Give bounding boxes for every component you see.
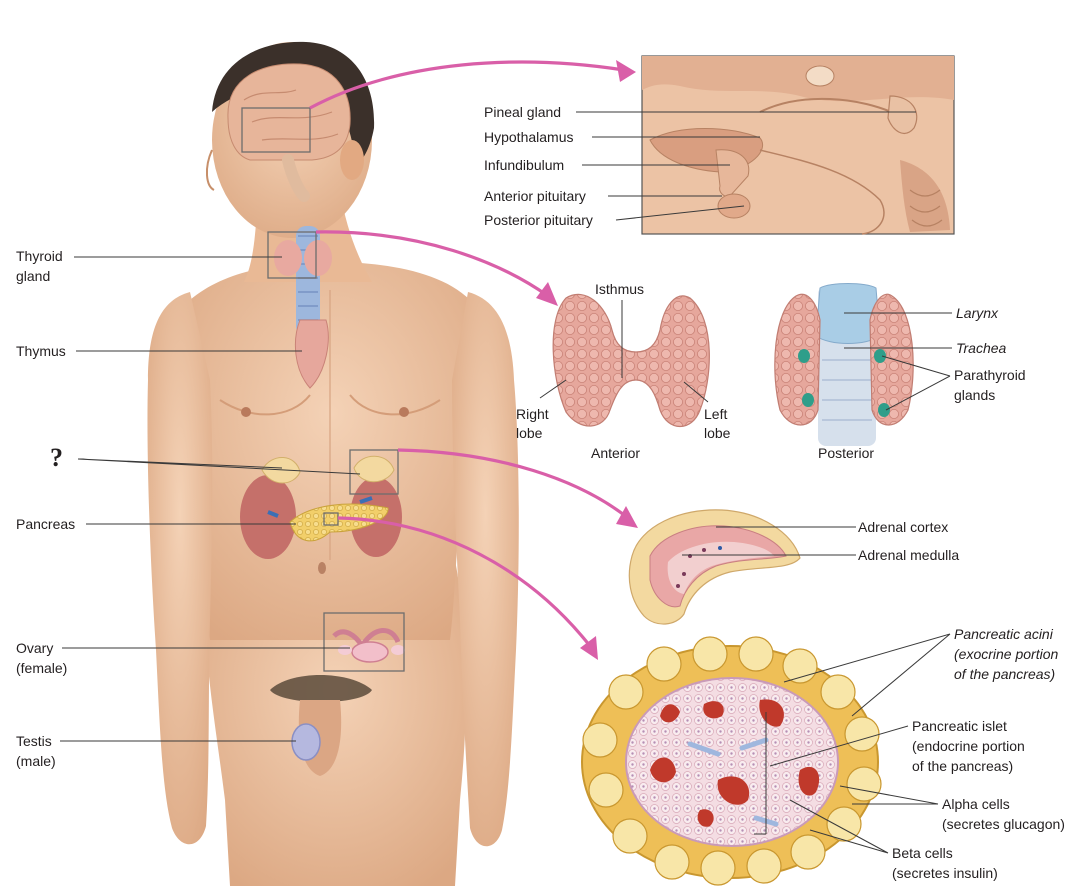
label-left-lobe-2: lobe [704, 425, 731, 441]
leader-pancreatic-acini [783, 633, 951, 717]
label-adrenal-cortex: Adrenal cortex [858, 519, 948, 535]
ovary-callout-box [323, 612, 405, 672]
label-thyroid-gland-2: gland [16, 268, 50, 284]
label-pancreatic-acini-3: of the pancreas) [954, 666, 1055, 682]
label-beta-cells-2: (secretes insulin) [892, 865, 998, 881]
label-pancreas: Pancreas [16, 516, 75, 532]
arrow-head-adrenal [616, 506, 638, 528]
label-parathyroid-2: glands [954, 387, 995, 403]
pancreas-islet-illustration [581, 636, 882, 886]
label-alpha-cells-1: Alpha cells [942, 796, 1010, 812]
label-beta-cells-1: Beta cells [892, 845, 953, 861]
label-alpha-cells-2: (secretes glucagon) [942, 816, 1065, 832]
label-adrenal-medulla: Adrenal medulla [858, 547, 959, 563]
label-pancreatic-acini-1: Pancreatic acini [954, 626, 1054, 642]
leader-left-lobe [683, 381, 709, 403]
label-pancreatic-islet-3: of the pancreas) [912, 758, 1013, 774]
label-parathyroid-1: Parathyroid [954, 367, 1026, 383]
abdominal-organs [240, 455, 402, 559]
label-pancreatic-islet-1: Pancreatic islet [912, 718, 1007, 734]
label-pancreatic-islet-2: (endocrine portion [912, 738, 1025, 754]
acini-ring [582, 636, 882, 886]
arrow-head-pancreas [580, 636, 598, 660]
arrow-to-brain [309, 60, 625, 110]
label-testis-2: (male) [16, 753, 56, 769]
leader-posterior-pituitary [615, 205, 745, 221]
label-posterior-pituitary: Posterior pituitary [484, 212, 593, 228]
label-right-lobe-1: Right [516, 406, 549, 422]
leader-beta-cells [789, 799, 889, 854]
label-thymus: Thymus [16, 343, 66, 359]
unknown-gland-question-mark: ? [50, 443, 63, 472]
label-trachea: Trachea [956, 340, 1007, 356]
thyroid-posterior-illustration [774, 283, 914, 446]
label-posterior-view: Posterior [818, 445, 874, 461]
label-pancreatic-acini-2: (exocrine portion [954, 646, 1058, 662]
label-testis-1: Testis [16, 733, 52, 749]
gonads [291, 628, 405, 761]
label-isthmus: Isthmus [595, 281, 644, 297]
label-anterior-view: Anterior [591, 445, 640, 461]
label-anterior-pituitary: Anterior pituitary [484, 188, 586, 204]
thyroid-callout-box [267, 231, 317, 279]
human-figure [147, 41, 519, 886]
thyroid-anterior-illustration [552, 293, 710, 427]
label-infundibulum: Infundibulum [484, 157, 564, 173]
label-larynx: Larynx [956, 305, 999, 321]
label-hypothalamus: Hypothalamus [484, 129, 574, 145]
label-ovary-2: (female) [16, 660, 67, 676]
leader-question-mark [77, 458, 361, 475]
arrow-to-thyroid [315, 230, 549, 298]
label-thyroid-gland-1: Thyroid [16, 248, 63, 264]
leader-parathyroid [881, 355, 951, 411]
brain-inset [641, 55, 955, 235]
leader-alpha-cells [839, 785, 939, 805]
label-ovary-1: Ovary [16, 640, 53, 656]
label-pineal-gland: Pineal gland [484, 104, 561, 120]
adrenal-callout-box [349, 449, 399, 495]
label-left-lobe-1: Left [704, 406, 727, 422]
arrow-to-adrenal [397, 448, 629, 520]
arrow-head-thyroid [536, 282, 558, 306]
label-right-lobe-2: lobe [516, 425, 543, 441]
leader-pancreatic-islet [769, 725, 909, 767]
arrow-head-brain [616, 60, 636, 82]
brain-callout-box [241, 107, 311, 153]
arrow-to-pancreas [337, 516, 592, 647]
leader-right-lobe [539, 379, 567, 399]
